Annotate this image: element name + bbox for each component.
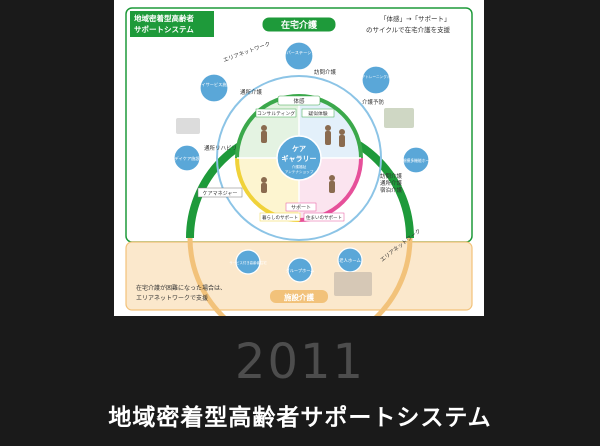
person-head-5 (329, 175, 335, 181)
helper-station-label: ヘルパーステーション (278, 50, 320, 56)
facility-care-arc (187, 237, 413, 316)
node-small-multi (402, 146, 430, 174)
corner-title-line2: サポートシステム (134, 24, 194, 34)
building-illustration (334, 272, 372, 296)
diagram-panel: 地域密着型高齢者 サポートシステム 「体感」→「サポート」 のサイクルで在宅介護… (114, 0, 484, 316)
care-gallery-hub (276, 135, 322, 181)
consulting-box (255, 108, 297, 118)
center-sub2: アンテナショップ (285, 169, 314, 174)
day-care-label: デイケア施設 (174, 155, 200, 162)
day-care-commute-label: 通所介護 (240, 88, 263, 96)
training-illustration (384, 108, 414, 128)
node-helper-station (284, 41, 314, 71)
center-sub1: 介護福祉 (292, 164, 307, 169)
person-body-2 (325, 131, 331, 145)
consulting-label: コンサルティング (257, 110, 295, 117)
care-prevention-label: 介護予防 (362, 98, 385, 106)
network-ring (216, 75, 382, 241)
trial-box (301, 108, 335, 118)
trial-label: 疑似体験 (308, 110, 327, 117)
corner-title-line1: 地域密着型高齢者 (134, 13, 194, 23)
multi-care-label: 訪問介護通所介護宿泊介護 (380, 172, 403, 194)
support-label: サポート (291, 204, 311, 211)
bottom-note-line2: エリアネットワークで支援 (136, 294, 208, 302)
node-senior-training (361, 65, 391, 95)
system-title: 地域密着型高齢者サポートシステム (108, 405, 492, 431)
home-care-label-box (261, 16, 337, 33)
home-visit-care-label: 訪問介護 (314, 68, 337, 76)
person-head-4 (261, 177, 267, 183)
area-network-top: エリアネットワーク (222, 40, 271, 64)
person-body-1 (261, 131, 267, 143)
service-housing-label: サービス付き高齢者住宅 (229, 260, 267, 265)
node-day-service (199, 73, 229, 103)
day-rehab-label: 通所リハビリ (204, 144, 237, 152)
facility-care-label-box (270, 290, 328, 303)
person-head-1 (261, 125, 267, 131)
life-support-label: 暮らしのサポート (262, 214, 298, 221)
facility-care-label: 施設介護 (284, 292, 314, 302)
ring-nodes (173, 41, 430, 283)
note-line2: のサイクルで在宅介護を支援 (366, 25, 451, 34)
person-head-3 (339, 129, 345, 135)
care-manager-label: ケアマネジャー (203, 190, 238, 197)
person-body-5 (329, 181, 335, 193)
person-body-3 (339, 135, 345, 147)
nursing-home-label: 老人ホーム (339, 257, 361, 264)
group-home-label: グループホーム (286, 267, 315, 274)
home-care-label: 在宅介護 (281, 19, 318, 31)
life-support-box (259, 212, 301, 222)
person-head-2 (325, 125, 331, 131)
small-multi-label: 小規模多機能ホーム (399, 158, 433, 163)
housing-support-box (303, 212, 345, 222)
support-box (285, 202, 317, 212)
people-illustrations (261, 125, 345, 193)
center-line2: ギャラリー (282, 154, 317, 163)
node-group-home (287, 257, 313, 283)
node-day-care (173, 144, 201, 172)
center-line1: ケア (292, 145, 306, 153)
support-system-diagram: 地域密着型高齢者 サポートシステム 「体感」→「サポート」 のサイクルで在宅介護… (125, 7, 473, 316)
year-caption: 2011 (234, 334, 366, 390)
node-service-housing (235, 249, 261, 275)
note-line1: 「体感」→「サポート」 (380, 14, 450, 23)
corner-title-box (130, 11, 214, 37)
experience-box (277, 95, 321, 106)
bottom-note-line1: 在宅介護が困難になった場合は、 (136, 284, 226, 292)
care-manager-box (197, 187, 243, 198)
senior-training-label: シニアトレーニングルーム (354, 74, 397, 79)
housing-support-label: 住まいのサポート (306, 214, 342, 221)
day-service-label: デイサービス施設 (197, 81, 231, 88)
van-illustration (176, 118, 200, 134)
person-body-4 (261, 183, 267, 193)
experience-label: 体感 (293, 97, 305, 105)
